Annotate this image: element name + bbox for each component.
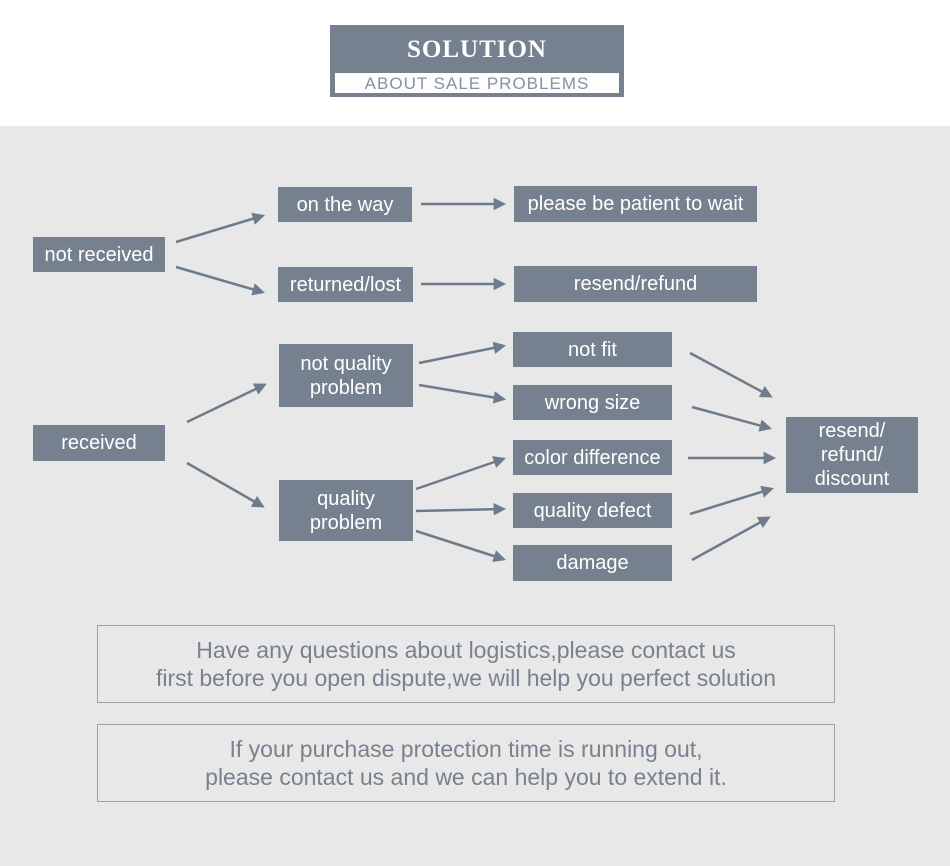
note-purchase-protection: If your purchase protection time is runn… [97,724,835,802]
node-label: not fit [568,338,617,361]
node-label: not received [44,243,154,266]
node-quality-defect: quality defect [513,493,672,528]
header-banner: SOLUTION ABOUT SALE PROBLEMS [330,25,624,97]
node-resend-refund: resend/refund [514,266,757,302]
arrow-not-quality-problem-to-not-fit [418,341,507,365]
node-color-difference: color difference [513,440,672,475]
node-on-the-way: on the way [278,187,412,222]
node-label: quality defect [533,499,652,522]
node-wrong-size: wrong size [513,385,672,420]
header-subtitle: ABOUT SALE PROBLEMS [364,73,590,93]
node-label: please be patient to wait [527,193,744,215]
node-please-be-patient-to-wait: please be patient to wait [514,186,757,222]
node-label: not quality problem [300,352,392,399]
flowchart-arrows [175,197,777,563]
arrow-not-received-to-on-the-way [175,212,265,244]
node-label: quality problem [309,487,383,534]
arrow-not-quality-problem-to-wrong-size [418,383,507,404]
node-not-quality-problem: not quality problem [279,344,413,407]
note-logistics-contact: Have any questions about logistics,pleas… [97,625,835,703]
arrow-received-to-not-quality-problem [186,383,267,424]
arrow-quality-problem-to-color-difference [415,456,506,491]
arrow-not-fit-to-final [689,351,773,398]
node-label: resend/refund [573,273,698,295]
arrow-received-to-quality-problem [186,461,265,508]
arrow-quality-problem-to-quality-defect [415,502,507,516]
node-returned-lost: returned/lost [278,267,413,302]
header-title: SOLUTION [407,36,547,63]
node-received: received [33,425,165,461]
arrow-not-received-to-returned-lost [175,265,266,296]
header-subtitle-bar: ABOUT SALE PROBLEMS [335,73,619,93]
node-label: resend/ refund/ discount [814,420,890,490]
arrow-quality-problem-to-damage [415,529,506,563]
node-label: received [61,432,137,454]
node-label: returned/lost [289,273,402,296]
node-quality-problem: quality problem [279,480,413,541]
node-label: on the way [296,193,394,216]
node-label: wrong size [544,391,641,414]
arrow-damage-to-final [691,516,771,562]
node-label: damage [556,552,629,574]
node-not-fit: not fit [513,332,672,367]
node-damage: damage [513,545,672,581]
node-label: color difference [524,446,661,469]
node-not-received: not received [33,237,165,272]
flowchart-canvas: not received on the way please be patien… [0,126,950,866]
arrow-quality-defect-to-final [689,485,774,516]
arrow-wrong-size-to-final [691,405,773,432]
node-resend-refund-discount: resend/ refund/ discount [786,417,918,493]
